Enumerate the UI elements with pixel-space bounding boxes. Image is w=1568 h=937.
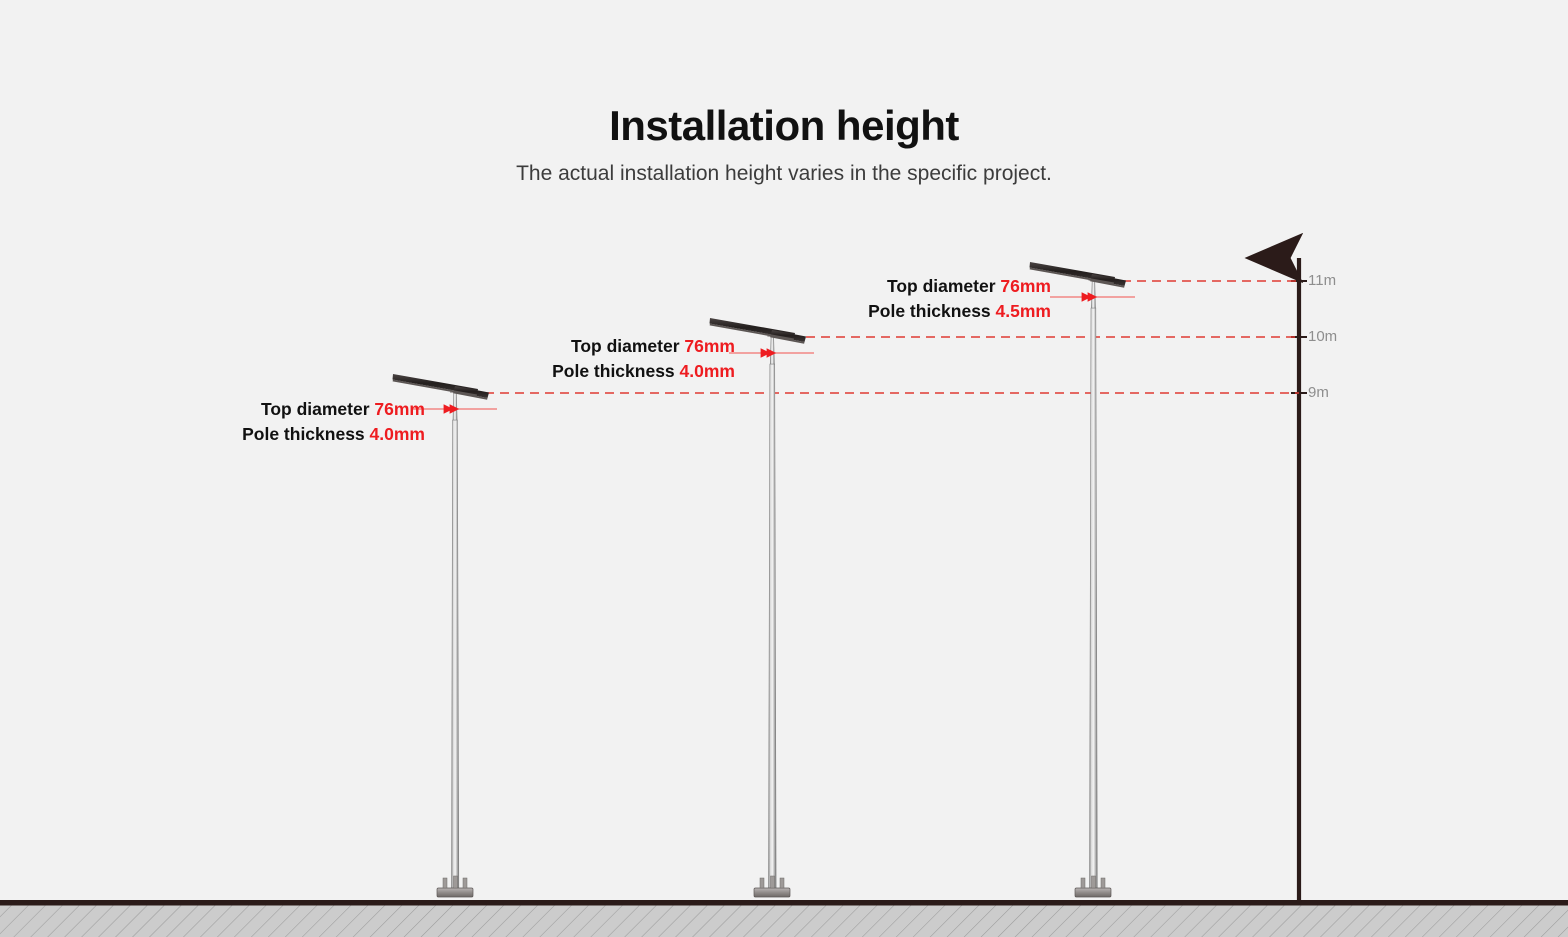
pole-label-11m: Top diameter 76mm Pole thickness 4.5mm [771, 274, 1051, 325]
pole-thickness-value-10m: 4.0mm [679, 361, 735, 382]
pole-thickness-row-9m: Pole thickness 4.0mm [145, 422, 425, 447]
pole-thickness-caption-10m: Pole thickness [552, 361, 675, 382]
luminaire-head-11m [1029, 262, 1126, 288]
top-diameter-value-10m: 76mm [684, 336, 735, 356]
pole-thickness-row-10m: Pole thickness 4.0mm [455, 359, 735, 384]
axis-tick-9m: 9m [1308, 384, 1329, 401]
top-diameter-caption-10m: Top diameter [570, 336, 680, 356]
top-diameter-row-10m: Top diameter 76mm [455, 334, 735, 359]
top-diameter-value-9m: 76mm [374, 399, 425, 419]
axis-tick-10m: 10m [1308, 328, 1338, 345]
pole-thickness-caption-11m: Pole thickness [868, 301, 991, 322]
pole-11m [1029, 262, 1135, 898]
top-diameter-row-9m: Top diameter 76mm [145, 397, 425, 422]
luminaire-head-9m [392, 374, 489, 400]
pole-thickness-value-11m: 4.5mm [995, 301, 1051, 322]
pole-label-10m: Top diameter 76mm Pole thickness 4.0mm [455, 334, 735, 385]
pole-label-9m: Top diameter 76mm Pole thickness 4.0mm [145, 397, 425, 448]
height-axis [1244, 232, 1307, 902]
dashed-height-lines [470, 280, 1299, 394]
top-diameter-caption-11m: Top diameter [886, 276, 996, 296]
pole-thickness-caption-9m: Pole thickness [242, 424, 365, 445]
top-diameter-value-11m: 76mm [1000, 276, 1051, 296]
luminaire-head-10m [709, 318, 806, 344]
ground [0, 900, 1568, 937]
pole-thickness-value-9m: 4.0mm [369, 424, 425, 445]
top-diameter-row-11m: Top diameter 76mm [771, 274, 1051, 299]
pole-thickness-row-11m: Pole thickness 4.5mm [771, 299, 1051, 324]
top-diameter-caption-9m: Top diameter [260, 399, 370, 419]
axis-tick-11m: 11m [1308, 272, 1337, 289]
pole-10m [709, 318, 814, 898]
pole-9m [392, 374, 497, 898]
